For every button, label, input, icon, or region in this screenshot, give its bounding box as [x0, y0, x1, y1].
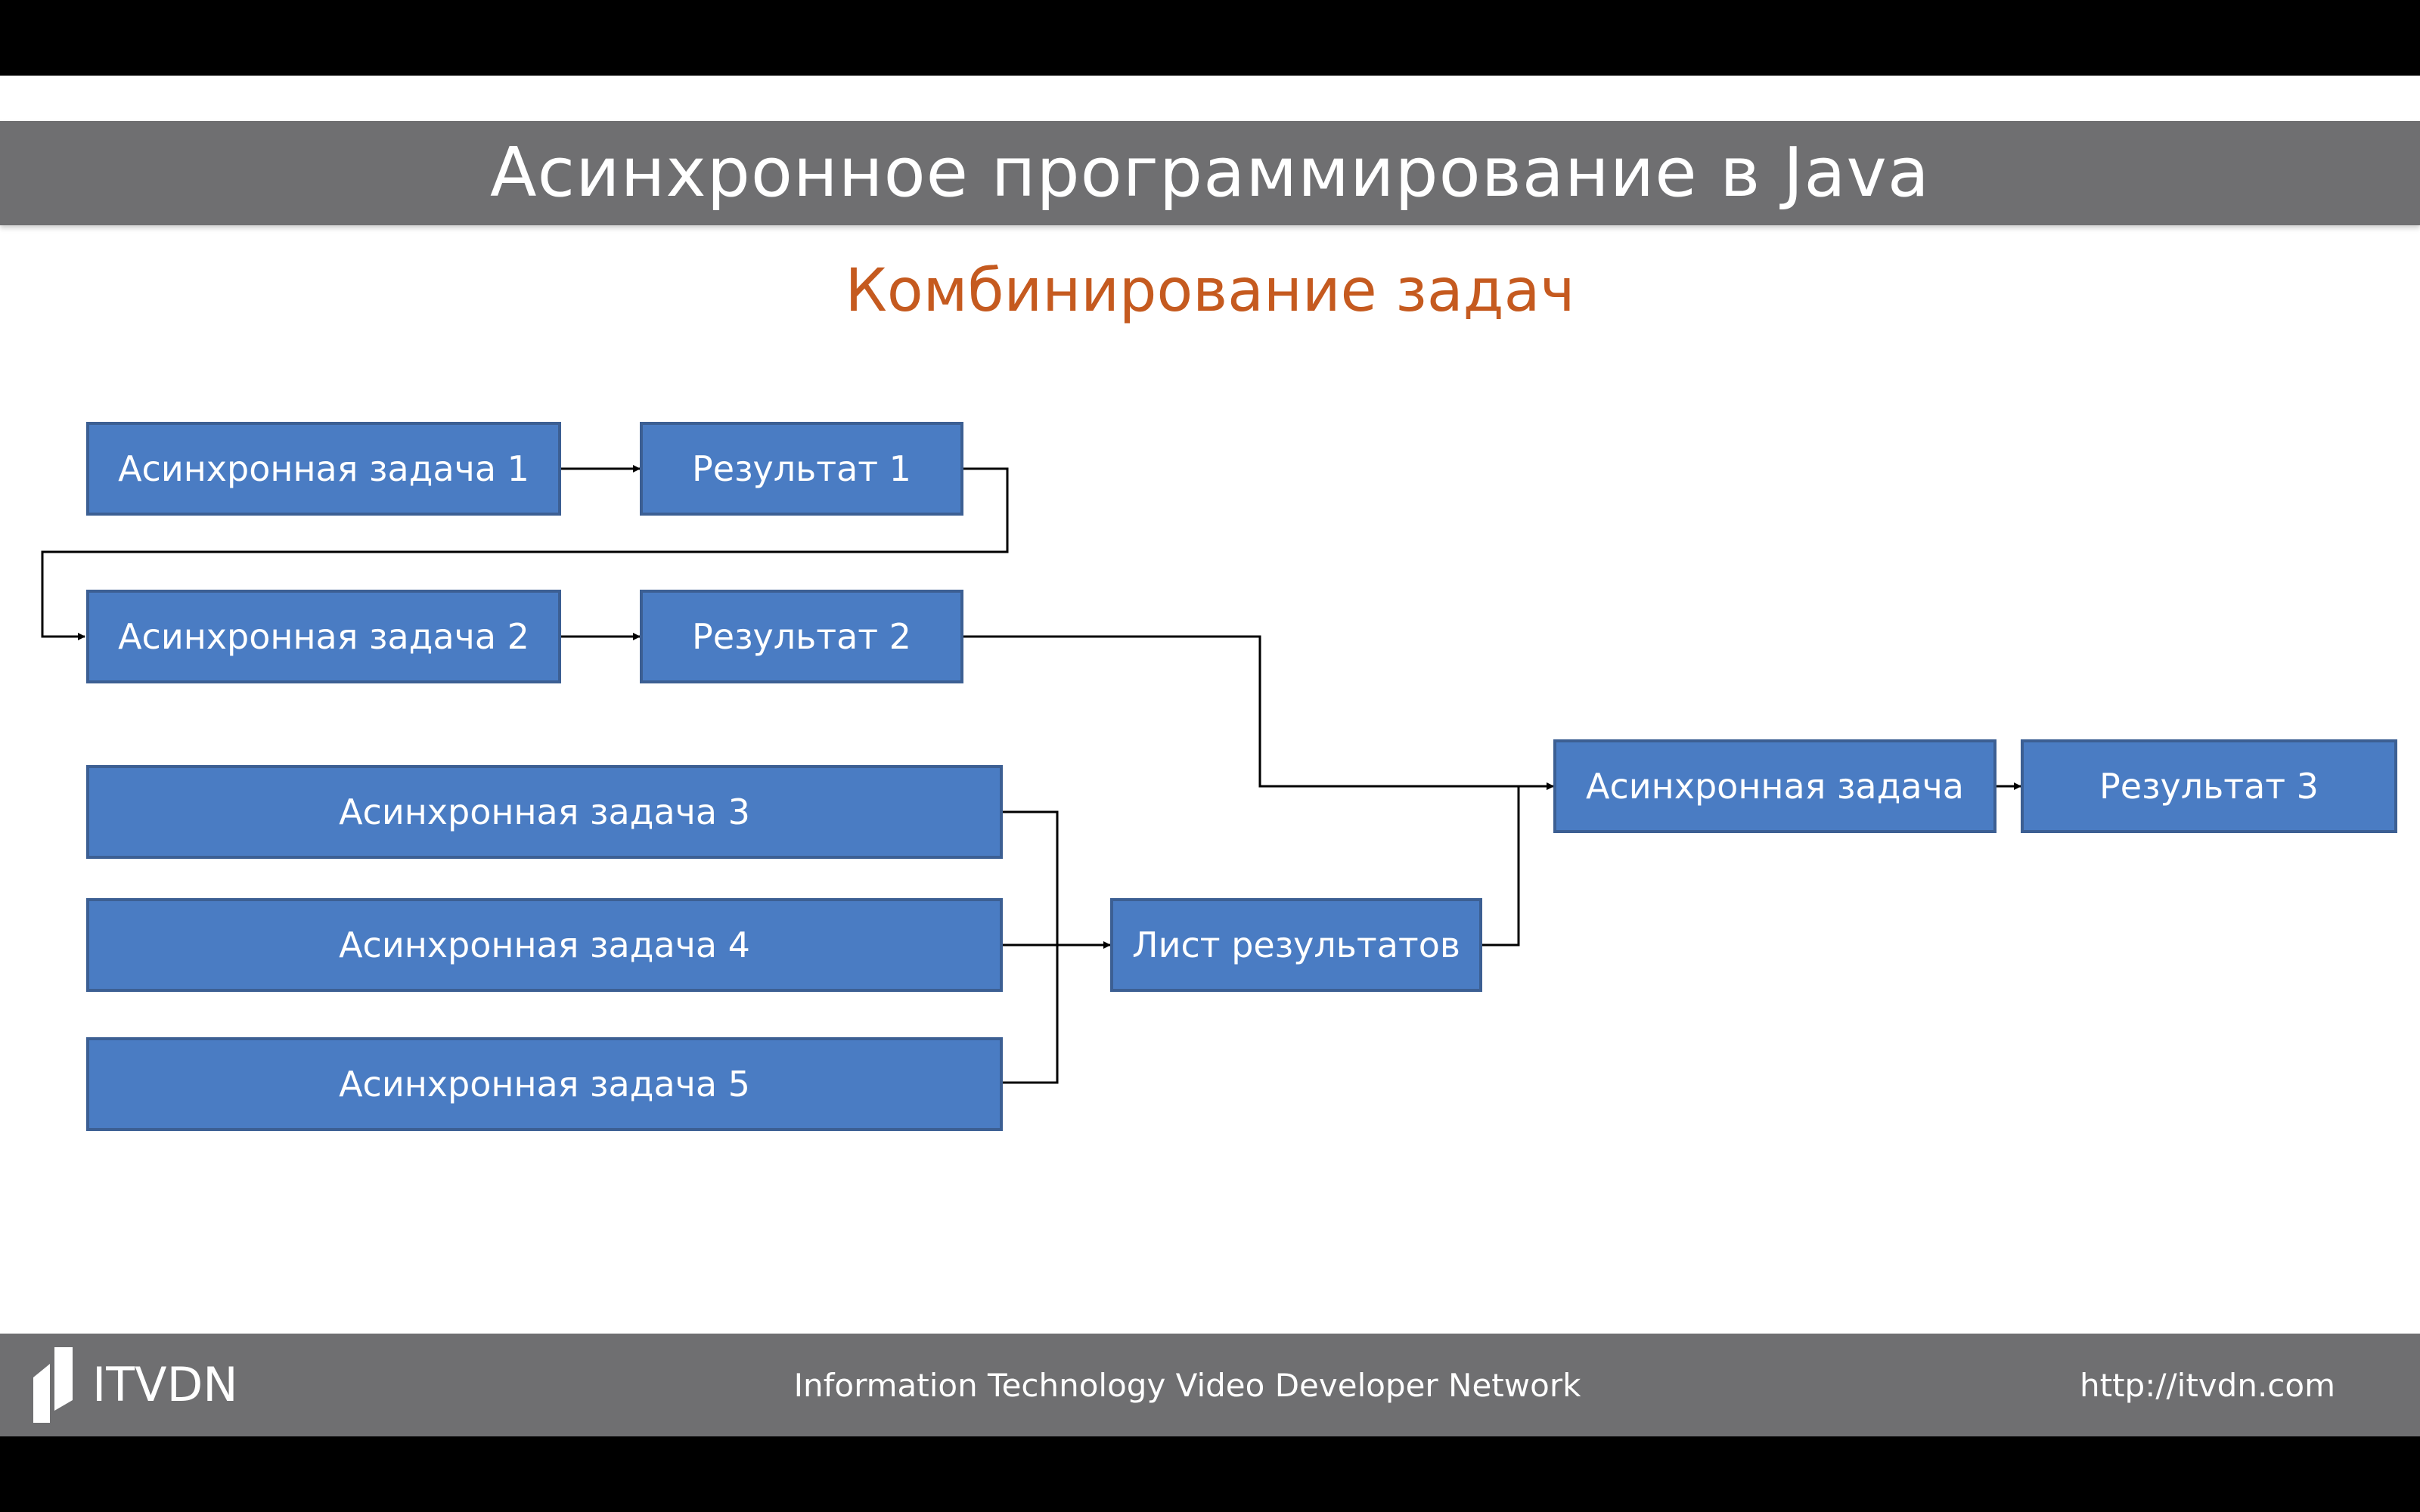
node-combined-task: Асинхронная задача — [1553, 739, 1996, 833]
node-task2: Асинхронная задача 2 — [86, 590, 561, 683]
slide-subtitle: Комбинирование задач — [845, 257, 1575, 325]
edge-task3-list — [1003, 810, 1059, 1084]
slide-title: Асинхронное программирование в Java — [490, 133, 1930, 212]
edge-result1-task2 — [41, 467, 1009, 640]
edge-result2-combined — [963, 635, 1554, 790]
footer: ITVDN Information Technology Video Devel… — [0, 1334, 2420, 1436]
itvdn-logo-icon — [33, 1347, 73, 1423]
footer-logo-text: ITVDN — [92, 1357, 238, 1412]
node-task3: Асинхронная задача 3 — [86, 765, 1003, 859]
node-results-list: Лист результатов — [1110, 898, 1482, 992]
title-bar: Асинхронное программирование в Java — [0, 121, 2420, 225]
footer-url-link[interactable]: http://itvdn.com — [2080, 1367, 2335, 1404]
footer-tagline: Information Technology Video Developer N… — [793, 1367, 1581, 1404]
edge-list-combined — [1482, 782, 1554, 947]
node-result3: Результат 3 — [2021, 739, 2397, 833]
node-task4: Асинхронная задача 4 — [86, 898, 1003, 992]
node-task5: Асинхронная задача 5 — [86, 1037, 1003, 1131]
node-result2: Результат 2 — [640, 590, 963, 683]
node-task1: Асинхронная задача 1 — [86, 422, 561, 516]
slide: Асинхронное программирование в Java Комб… — [0, 76, 2420, 1436]
node-result1: Результат 1 — [640, 422, 963, 516]
